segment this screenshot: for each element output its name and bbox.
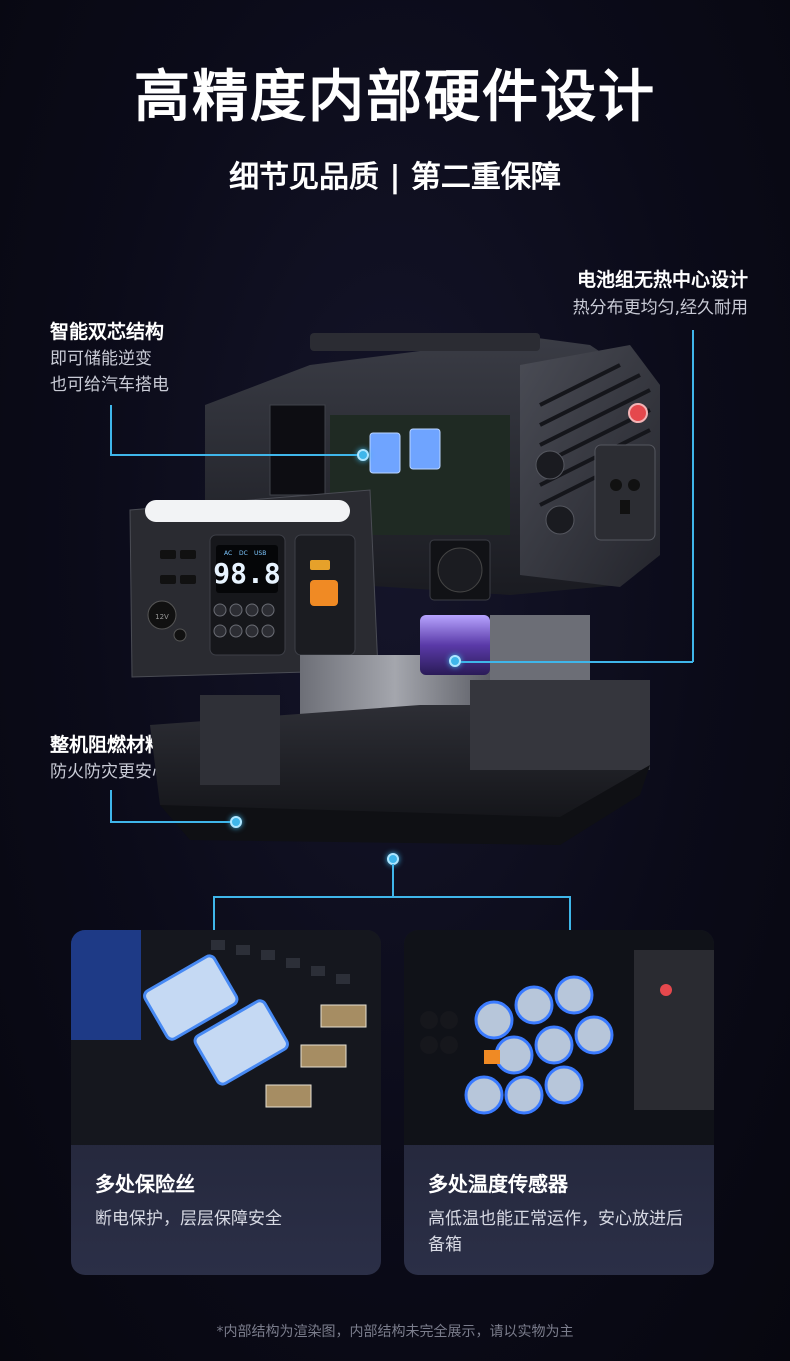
annotation-dual-core-desc-1: 即可储能逆变 bbox=[50, 349, 152, 369]
annotation-dual-core-desc-2: 也可给汽车搭电 bbox=[50, 375, 169, 395]
annotation-battery-title: 电池组无热中心设计 bbox=[576, 269, 748, 291]
callout-dot-battery bbox=[449, 655, 461, 667]
page-subtitle: 细节见品质 | 第二重保障 bbox=[229, 160, 561, 195]
feature-card-temp-sensors: 多处温度传感器 高低温也能正常运作，安心放进后备箱 bbox=[404, 930, 714, 1275]
card-title-temp-sensors: 多处温度传感器 bbox=[428, 1172, 568, 1196]
page-title: 高精度内部硬件设计 bbox=[134, 65, 656, 130]
callout-dot-retardant bbox=[230, 816, 242, 828]
display-label-dc: DC bbox=[239, 550, 248, 557]
callout-dot-dual-core bbox=[357, 449, 369, 461]
fuse-photo bbox=[71, 930, 381, 1145]
annotation-battery-desc: 热分布更均匀,经久耐用 bbox=[572, 298, 748, 318]
display-label-ac: AC bbox=[224, 550, 232, 557]
battery-cells-photo bbox=[404, 930, 714, 1145]
socket-label: 12V bbox=[155, 613, 169, 621]
card-desc-temp-sensors: 高低温也能正常运作，安心放进后备箱 bbox=[428, 1209, 683, 1255]
display-label-usb: USB bbox=[254, 550, 266, 557]
display-readout: 98.8 bbox=[213, 557, 280, 590]
power-station-illustration: 98.8 AC DC USB 12V bbox=[129, 333, 660, 845]
feature-card-fuses: 多处保险丝 断电保护，层层保障安全 bbox=[71, 930, 381, 1275]
footnote: *内部结构为渲染图，内部结构未完全展示，请以实物为主 bbox=[216, 1324, 574, 1340]
card-title-fuses: 多处保险丝 bbox=[95, 1172, 195, 1196]
card-desc-fuses: 断电保护，层层保障安全 bbox=[95, 1209, 282, 1229]
annotation-retardant-title: 整机阻燃材料 bbox=[50, 734, 165, 756]
annotation-retardant-desc: 防火防灾更安心 bbox=[50, 762, 169, 782]
annotation-dual-core-title: 智能双芯结构 bbox=[50, 321, 165, 343]
